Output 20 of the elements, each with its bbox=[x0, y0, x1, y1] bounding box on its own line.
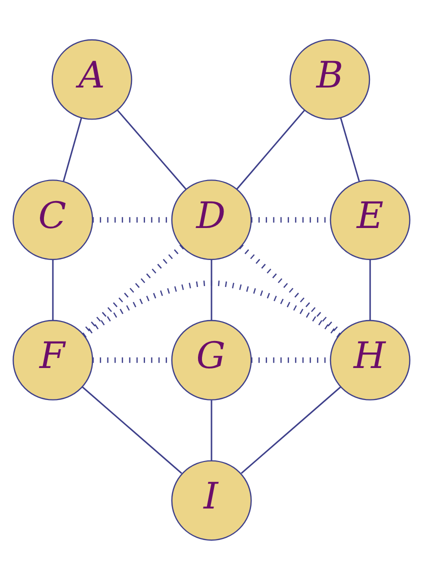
connector bbox=[210, 259, 212, 320]
connector bbox=[340, 117, 360, 182]
connector bbox=[62, 117, 82, 181]
node-circle: E bbox=[330, 179, 410, 260]
node-circle: H bbox=[330, 319, 410, 400]
node-circle: I bbox=[171, 460, 252, 540]
connector bbox=[210, 400, 212, 460]
connector bbox=[117, 109, 186, 190]
node-circle: A bbox=[52, 38, 132, 120]
node-circle: G bbox=[171, 319, 252, 400]
connector bbox=[236, 109, 306, 190]
node-circle: D bbox=[171, 179, 252, 260]
connector bbox=[82, 280, 340, 338]
connector bbox=[82, 386, 182, 474]
node-circle: F bbox=[12, 319, 94, 400]
connector bbox=[240, 386, 342, 474]
connector bbox=[52, 259, 54, 320]
node-circle: C bbox=[12, 179, 94, 260]
connector bbox=[369, 259, 371, 320]
node-circle: B bbox=[290, 38, 370, 120]
